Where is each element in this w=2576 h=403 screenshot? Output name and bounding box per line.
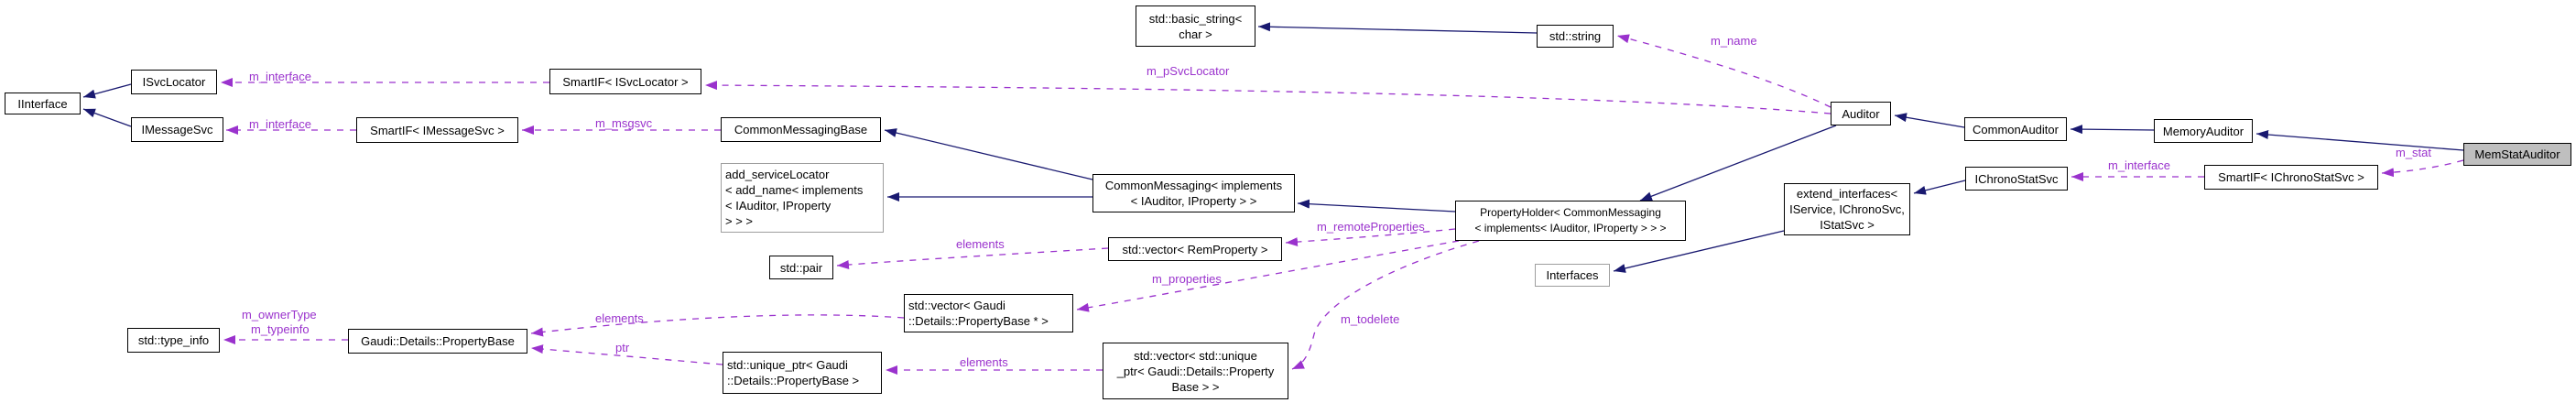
node-smartif-ichronostatsvc[interactable]: SmartIF< IChronoStatSvc > (2204, 165, 2378, 190)
edge-label-m-stat: m_stat (2396, 146, 2432, 159)
edge-ichronostatsvc-extendinterfaces (1913, 180, 1966, 195)
node-vector-propertybase[interactable]: std::vector< Gaudi ::Details::PropertyBa… (904, 294, 1073, 332)
edge-commonauditor-auditor (1894, 113, 1965, 128)
edge-label-m-name: m_name (1711, 34, 1757, 48)
edge-label-m-interface-imessagesvc: m_interface (249, 117, 311, 131)
node-std-type-info[interactable]: std::type_info (127, 328, 220, 353)
edge-label-m-interface-ichronostatsvc: m_interface (2108, 158, 2170, 172)
node-commonauditor[interactable]: CommonAuditor (1964, 117, 2067, 141)
edge-label-elements-propertybase: elements (595, 311, 644, 325)
edge-commonmessaging-commonmessagingbase (884, 128, 1093, 180)
edge-label-elements-uniqueptr: elements (960, 355, 1008, 369)
node-smartif-imessagesvc[interactable]: SmartIF< IMessageSvc > (356, 117, 518, 143)
node-memstatauditor[interactable]: MemStatAuditor (2463, 143, 2571, 166)
edge-auditor-stdstring-m-name (1616, 34, 1831, 108)
node-interfaces[interactable]: Interfaces (1535, 264, 1610, 287)
node-smartif-isvclocator[interactable]: SmartIF< ISvcLocator > (549, 69, 701, 94)
edge-label-m-properties: m_properties (1152, 272, 1222, 286)
edge-label-elements-remproperty: elements (956, 237, 1005, 251)
node-extend-interfaces[interactable]: extend_interfaces< IService, IChronoSvc,… (1784, 183, 1910, 235)
edge-memstatauditor-smartif-ichronostatsvc-m-stat (2381, 159, 2464, 178)
node-vector-remproperty[interactable]: std::vector< RemProperty > (1108, 237, 1282, 261)
node-std-basic-string[interactable]: std::basic_string< char > (1136, 5, 1255, 47)
node-vector-unique-ptr[interactable]: std::vector< std::unique _ptr< Gaudi::De… (1103, 343, 1288, 399)
node-memoryauditor[interactable]: MemoryAuditor (2154, 119, 2253, 143)
node-imessagesvc[interactable]: IMessageSvc (131, 117, 223, 142)
node-std-pair[interactable]: std::pair (769, 256, 833, 279)
edge-label-m-interface-isvclocator: m_interface (249, 70, 311, 83)
edge-auditor-smartif-isvclocator-m-psvclocator (704, 81, 1831, 114)
edge-extendinterfaces-interfaces (1613, 230, 1785, 273)
node-iinterface[interactable]: IInterface (5, 93, 81, 114)
node-propertyholder[interactable]: PropertyHolder< CommonMessaging < implem… (1455, 201, 1686, 241)
node-isvclocator[interactable]: ISvcLocator (131, 70, 217, 94)
edge-vector-propertybase-propertybase-elements (530, 314, 905, 337)
edge-label-m-ownertype: m_ownerType (242, 308, 317, 321)
edge-propertyholder-vector-uniqueptr-m-todelete (1291, 240, 1480, 370)
edge-label-m-psvclocator: m_pSvcLocator (1147, 64, 1230, 78)
node-auditor[interactable]: Auditor (1831, 102, 1891, 125)
node-unique-ptr-propertybase[interactable]: std::unique_ptr< Gaudi ::Details::Proper… (723, 352, 882, 394)
edge-label-m-remoteproperties: m_remoteProperties (1317, 220, 1425, 234)
edge-isvclocator-iinterface (82, 83, 132, 99)
node-commonmessaging[interactable]: CommonMessaging< implements < IAuditor, … (1092, 174, 1295, 212)
edge-label-m-msgsvc: m_msgsvc (595, 116, 653, 130)
node-ichronostatsvc[interactable]: IChronoStatSvc (1965, 167, 2068, 191)
edge-vector-remproperty-stdpair-elements (836, 247, 1109, 269)
edge-stdstring-basicstring (1257, 22, 1538, 34)
node-propertybase[interactable]: Gaudi::Details::PropertyBase (348, 329, 527, 354)
edge-auditor-propertyholder (1639, 125, 1837, 202)
node-std-string[interactable]: std::string (1537, 25, 1614, 48)
edge-propertyholder-vector-propertybase-m-properties (1076, 240, 1460, 312)
edge-memoryauditor-commonauditor (2070, 125, 2155, 135)
edge-imessagesvc-iinterface (82, 108, 132, 127)
edge-uniqueptr-propertybase-ptr (530, 344, 723, 365)
edge-propertyholder-commonmessaging (1297, 199, 1456, 212)
edge-memstatauditor-memoryauditor (2255, 130, 2464, 151)
node-add-servicelocator[interactable]: add_serviceLocator < add_name< implement… (721, 163, 884, 233)
node-commonmessagingbase[interactable]: CommonMessagingBase (721, 117, 881, 142)
edge-label-ptr: ptr (615, 341, 630, 354)
edge-label-m-typeinfo: m_typeinfo (251, 322, 310, 336)
edge-label-m-todelete: m_todelete (1341, 312, 1400, 326)
